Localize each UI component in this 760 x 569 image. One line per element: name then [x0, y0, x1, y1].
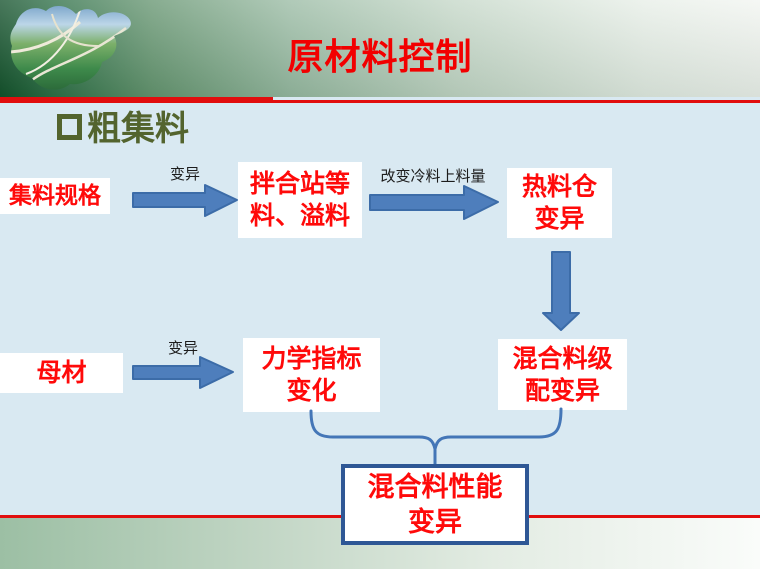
page-title: 原材料控制: [287, 37, 473, 77]
box-mechanical-index: 力学指标 变化: [243, 338, 380, 412]
square-bullet-icon: [57, 113, 82, 140]
section-heading: 粗集料: [57, 101, 189, 150]
arrow-down: [542, 251, 580, 331]
header-divider-thin: [273, 100, 760, 103]
box-hot-bin-line1: 热料仓: [521, 173, 597, 201]
photo-terrain-shape: [10, 5, 131, 90]
box-aggregate-spec: 集料规格: [0, 178, 110, 214]
header-band: [0, 0, 760, 97]
box-hot-bin: 热料仓 变异: [507, 168, 612, 238]
box-aggregate-spec-label: 集料规格: [9, 182, 101, 209]
box-mixture-performance-line2: 变异: [408, 506, 462, 537]
arrow-right-3: [132, 356, 234, 389]
aerial-highway-photo: [10, 5, 131, 90]
arrow-label-variation-top: 变异: [169, 166, 200, 183]
section-heading-label: 粗集料: [87, 110, 189, 148]
merge-brace: [309, 407, 563, 450]
header-divider-thick: [0, 97, 273, 103]
arrow-right-2: [369, 185, 499, 220]
box-mixture-gradation-line2: 配变异: [524, 376, 600, 405]
photo-road-lines: [10, 9, 127, 82]
box-mixing-station: 拌合站等 料、溢料: [238, 162, 362, 238]
box-mechanical-index-line2: 变化: [286, 377, 337, 405]
box-mixture-gradation: 混合料级 配变异: [498, 339, 627, 410]
box-mechanical-index-line1: 力学指标: [261, 345, 362, 373]
box-parent-material-label: 母材: [36, 359, 87, 387]
box-mixture-gradation-line1: 混合料级: [512, 344, 613, 373]
box-mixture-performance: 混合料性能 变异: [341, 464, 529, 545]
arrow-label-change-cold-feed: 改变冷料上料量: [380, 168, 486, 185]
arrow-label-variation-bottom: 变异: [167, 340, 198, 357]
box-hot-bin-line2: 变异: [534, 205, 585, 233]
box-mixing-station-line1: 拌合站等: [249, 170, 350, 198]
box-parent-material: 母材: [0, 353, 123, 393]
arrow-right-1: [132, 184, 238, 217]
box-mixture-performance-line1: 混合料性能: [367, 471, 503, 502]
box-mixing-station-line2: 料、溢料: [249, 202, 350, 230]
